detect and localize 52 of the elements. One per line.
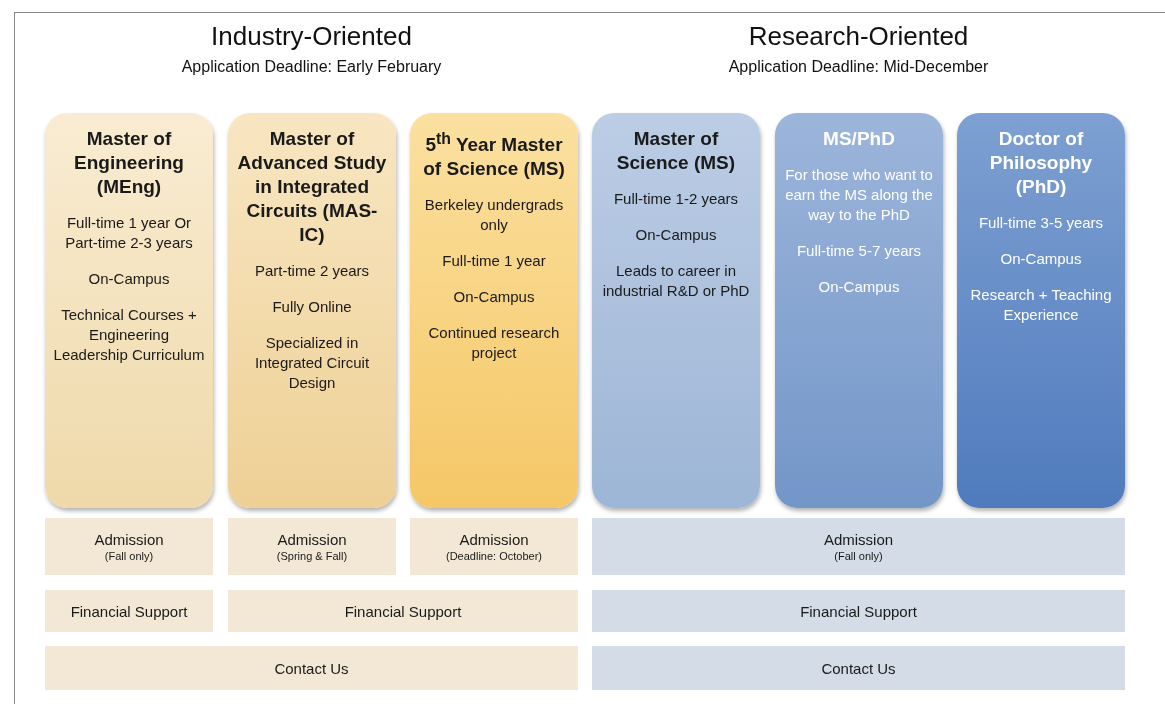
- program-detail: On-Campus: [1000, 249, 1082, 269]
- program-detail: For those who want to earn the MS along the way to the PhD: [784, 165, 934, 225]
- deadline-note: Application Deadline: Mid-December: [727, 57, 990, 77]
- program-card: [957, 113, 1125, 508]
- degree-title: Doctor of Philosophy (PhD): [988, 127, 1094, 199]
- program-card: [45, 113, 213, 508]
- program-detail: On-Campus: [818, 277, 900, 297]
- program-detail: Specialized in Integrated Circuit Design: [253, 333, 371, 393]
- admission-bar: [410, 518, 578, 575]
- bar-heading: Admission: [823, 530, 894, 549]
- degree-title: 5$^{th}$ Year Master of Science (MS): [422, 129, 566, 182]
- degree-title: Master of Science (MS): [615, 127, 737, 175]
- bar-heading: Admission: [277, 530, 347, 549]
- program-card: [228, 113, 396, 508]
- deadline-note: Application Deadline: Early February: [180, 57, 443, 77]
- bar-note: (Deadline: October): [446, 549, 542, 563]
- program-detail: On-Campus: [453, 287, 535, 308]
- bar-note: (Fall only): [104, 549, 154, 563]
- program-detail: Full-time 1-2 years: [613, 189, 739, 209]
- bar-note: (Fall only): [834, 549, 883, 563]
- admission-bar: [228, 518, 396, 575]
- program-detail: Fully Online: [272, 297, 352, 317]
- program-detail: On-Campus: [635, 225, 717, 245]
- program-detail: Research + Teaching Experience: [969, 285, 1113, 325]
- program-detail: Technical Courses + Engineering Leadership Curriculum: [53, 305, 205, 365]
- program-detail: Continued research project: [427, 323, 561, 364]
- program-detail: Full-time 1 year Or Part-time 2-3 years: [64, 213, 194, 253]
- bar-heading: Admission: [94, 530, 164, 549]
- contact-bar: Contact Us: [592, 646, 1125, 690]
- section-heading: Research-Oriented: [747, 20, 970, 52]
- admission-bar: [45, 518, 213, 575]
- program-detail: Full-time 5-7 years: [796, 241, 922, 261]
- degree-title: MS/PhD: [823, 127, 895, 151]
- program-detail: Full-time 1 year: [442, 251, 546, 272]
- program-detail: Full-time 3-5 years: [978, 213, 1104, 233]
- bar-heading: Admission: [459, 530, 529, 549]
- program-detail: Part-time 2 years: [254, 261, 370, 281]
- program-card: [592, 113, 760, 508]
- contact-bar: Contact Us: [45, 646, 578, 690]
- program-card: [775, 113, 943, 508]
- degree-title: Master of Engineering (MEng): [73, 127, 185, 199]
- admission-bar: [592, 518, 1125, 575]
- section-heading: Industry-Oriented: [210, 20, 413, 52]
- financial-support-bar: Financial Support: [592, 590, 1125, 632]
- financial-support-bar: Financial Support: [228, 590, 578, 632]
- program-detail: Berkeley undergrads only: [423, 195, 565, 236]
- program-detail: On-Campus: [88, 269, 170, 289]
- financial-support-bar: Financial Support: [45, 590, 213, 632]
- bar-note: (Spring & Fall): [276, 549, 348, 563]
- program-detail: Leads to career in industrial R&D or PhD: [601, 261, 751, 301]
- program-card: [410, 113, 578, 508]
- degree-title: Master of Advanced Study in Integrated Circuits (MAS-IC): [236, 127, 388, 247]
